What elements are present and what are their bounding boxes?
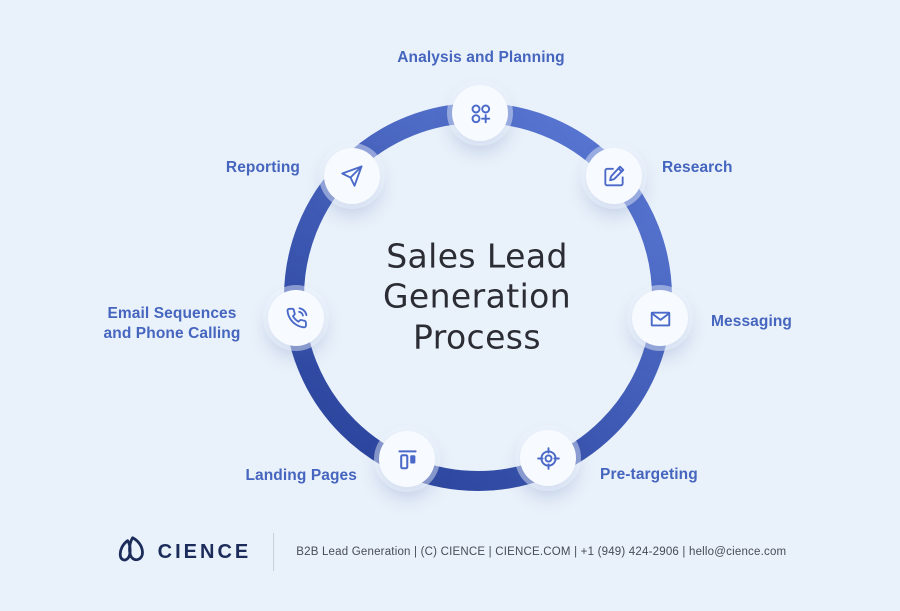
cience-logo: CIENCE	[114, 534, 252, 571]
label-pre-targeting: Pre-targeting	[600, 466, 698, 483]
label-reporting: Reporting	[225, 159, 300, 176]
node-analysis-planning	[452, 85, 508, 141]
label-landing-pages: Landing Pages	[245, 467, 357, 484]
footer-contact-info: B2B Lead Generation | (C) CIENCE | CIENC…	[296, 546, 787, 558]
label-analysis-planning: Analysis and Planning	[397, 49, 565, 66]
title-line-2: Generation	[382, 276, 572, 316]
footer: CIENCE B2B Lead Generation | (C) CIENCE …	[0, 528, 900, 576]
node-reporting	[324, 148, 380, 204]
label-research: Research	[662, 159, 733, 176]
send-icon	[339, 163, 365, 189]
title-line-1: Sales Lead	[386, 236, 568, 276]
title-line-3: Process	[413, 317, 541, 357]
node-research	[586, 148, 642, 204]
apps-plus-icon	[467, 100, 494, 127]
layout-icon	[394, 446, 421, 473]
target-icon	[535, 445, 562, 472]
label-email-phone: Email Sequences and Phone Calling	[103, 305, 241, 342]
label-messaging: Messaging	[711, 313, 793, 330]
node-landing-pages	[379, 431, 435, 487]
node-messaging	[632, 290, 688, 346]
footer-divider	[273, 533, 275, 571]
node-pre-targeting	[520, 430, 576, 486]
edit-icon	[601, 163, 627, 189]
diagram-title: Sales Lead Generation Process	[383, 237, 571, 358]
phone-call-icon	[283, 305, 309, 331]
cience-logo-mark-icon	[114, 534, 148, 571]
node-email-phone	[268, 290, 324, 346]
cience-wordmark: CIENCE	[157, 540, 252, 563]
envelope-icon	[647, 305, 674, 332]
